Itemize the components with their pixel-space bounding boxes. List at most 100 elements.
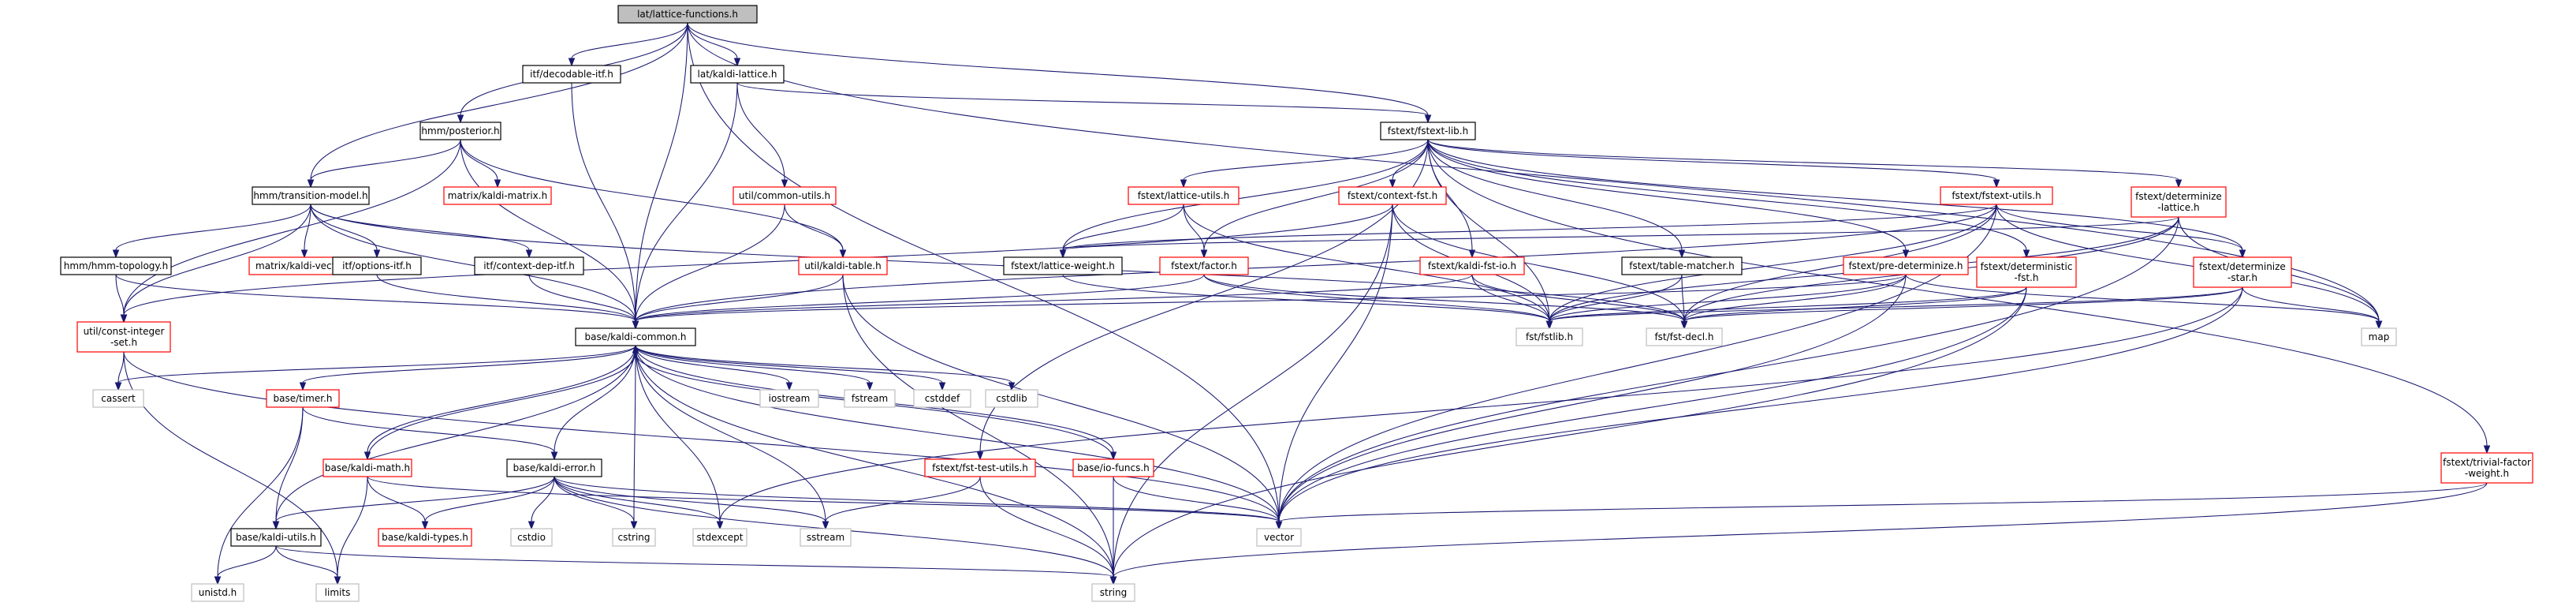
- node-box: [924, 458, 1036, 477]
- node-util-const-integer-set-h[interactable]: util/const-integer-set.h: [76, 321, 171, 353]
- node-box: [1940, 186, 2053, 205]
- edge-line: [1203, 274, 1685, 322]
- edge-base-kaldi-error-h-to-stdexcept: [554, 476, 724, 530]
- edge-line: [635, 204, 785, 322]
- edge-line: [275, 406, 304, 522]
- node-lat-kaldi-lattice-h[interactable]: lat/kaldi-lattice.h: [690, 65, 785, 84]
- edge-line: [1278, 274, 1907, 522]
- node-box: [378, 528, 472, 547]
- node-fstext-trivial-factor-weight-h[interactable]: fstext/trivial-factor-weight.h: [2440, 452, 2533, 484]
- node-base-timer-h[interactable]: base/timer.h: [266, 389, 340, 408]
- node-box: [506, 458, 602, 477]
- node-itf-context-dep-itf-h[interactable]: itf/context-dep-itf.h: [474, 256, 584, 275]
- edge-base-kaldi-common-h-to-iostream: [635, 345, 793, 391]
- edge-arrowhead: [2239, 249, 2246, 259]
- edge-line: [217, 545, 277, 578]
- node-fstext-table-matcher-h[interactable]: fstext/table-matcher.h: [1621, 256, 1743, 275]
- edge-arrowhead: [785, 382, 793, 391]
- node-hmm-hmm-topology-h[interactable]: hmm/hmm-topology.h: [60, 256, 172, 275]
- node-matrix-kaldi-vector-h[interactable]: matrix/kaldi-vector.h: [248, 256, 360, 275]
- edge-base-kaldi-common-h-to-fstream: [635, 345, 874, 391]
- edge-line: [460, 139, 844, 251]
- edge-fstext-context-fst-h-to-string: [1109, 204, 1393, 585]
- edge-line: [842, 274, 1114, 578]
- edge-base-timer-h-to-base-kaldi-error-h: [302, 406, 558, 461]
- node-base-kaldi-math-h[interactable]: base/kaldi-math.h: [322, 458, 412, 477]
- node-matrix-kaldi-matrix-h[interactable]: matrix/kaldi-matrix.h: [443, 186, 552, 205]
- node-label: base/kaldi-math.h: [325, 462, 410, 473]
- node-fstext-determinize-lattice-h[interactable]: fstext/determinize-lattice.h: [2131, 186, 2227, 218]
- node-label: cassert: [101, 393, 136, 404]
- node-base-kaldi-common-h[interactable]: base/kaldi-common.h: [575, 327, 696, 346]
- node-label: base/kaldi-types.h: [382, 532, 468, 543]
- edge-line: [571, 82, 636, 322]
- node-box: [510, 528, 553, 547]
- edge-line: [2242, 286, 2380, 322]
- node-fstext-fstext-lib-h[interactable]: fstext/fstext-lib.h: [1380, 122, 1476, 140]
- node-label: fstext/deterministic: [1981, 261, 2073, 272]
- edge-line: [1683, 274, 1907, 322]
- node-box: [1338, 186, 1447, 205]
- edge-line: [687, 22, 738, 59]
- node-fstext-kaldi-fst-io-h[interactable]: fstext/kaldi-fst-io.h: [1419, 256, 1525, 275]
- node-label: matrix/kaldi-matrix.h: [448, 190, 547, 201]
- edge-fstext-determinize-star-h-to-fst-fst-decl-h: [1680, 286, 2243, 330]
- edge-arrowhead: [630, 521, 638, 530]
- edge-base-kaldi-common-h-to-base-kaldi-error-h: [550, 345, 636, 461]
- edge-line: [1683, 286, 2243, 322]
- node-box: [191, 583, 244, 602]
- node-base-io-funcs-h[interactable]: base/io-funcs.h: [1072, 458, 1154, 477]
- node-itf-options-itf-h[interactable]: itf/options-itf.h: [332, 256, 422, 275]
- node-fstext-lattice-weight-h[interactable]: fstext/lattice-weight.h: [1003, 256, 1123, 275]
- node-fstext-deterministic-fst-h[interactable]: fstext/deterministic-fst.h: [1976, 256, 2077, 288]
- edge-fstext-fstext-lib-h-to-fstext-determinize-star-h: [1427, 139, 2246, 259]
- node-base-kaldi-utils-h[interactable]: base/kaldi-utils.h: [230, 528, 322, 547]
- edge-line: [1113, 482, 2488, 578]
- edge-line: [1062, 274, 1550, 322]
- node-cstdlib: cstdlib: [985, 389, 1038, 408]
- node-iostream: iostream: [759, 389, 819, 408]
- node-itf-decodable-itf-h[interactable]: itf/decodable-itf.h: [522, 65, 621, 84]
- node-fstext-lattice-utils-h[interactable]: fstext/lattice-utils.h: [1128, 186, 1240, 205]
- edge-line: [1183, 204, 1550, 322]
- edge-util-kaldi-table-h-to-vector: [842, 274, 1283, 530]
- node-base-kaldi-error-h[interactable]: base/kaldi-error.h: [506, 458, 602, 477]
- node-lat-lattice-functions-h[interactable]: lat/lattice-functions.h: [617, 5, 758, 24]
- edge-arrowhead: [528, 521, 535, 530]
- node-label: map: [2369, 331, 2390, 342]
- node-hmm-transition-model-h[interactable]: hmm/transition-model.h: [252, 186, 370, 205]
- node-fstext-pre-determinize-h[interactable]: fstext/pre-determinize.h: [1843, 256, 1969, 275]
- node-label: fstext/kaldi-fst-io.h: [1428, 260, 1516, 271]
- edge-hmm-transition-model-h-to-matrix-kaldi-vector-h: [300, 204, 311, 259]
- edge-line: [310, 139, 461, 181]
- node-box: [522, 65, 621, 84]
- node-box: [2193, 256, 2292, 288]
- node-fst-fst-decl-h: fst/fst-decl.h: [1646, 327, 1723, 346]
- edge-arrowhead: [114, 382, 122, 391]
- node-util-common-utils-h[interactable]: util/common-utils.h: [733, 186, 837, 205]
- edge-line: [115, 204, 311, 251]
- node-base-kaldi-types-h[interactable]: base/kaldi-types.h: [378, 528, 472, 547]
- edge-fstext-fstext-lib-h-to-fstext-pre-determinize-h: [1427, 139, 1910, 259]
- node-fstext-determinize-star-h[interactable]: fstext/determinize-star.h: [2193, 256, 2292, 288]
- edge-line: [1203, 274, 1550, 322]
- node-box: [1515, 327, 1583, 346]
- edge-arrowhead: [1424, 114, 1432, 124]
- node-box: [1159, 256, 1249, 275]
- edge-line: [217, 406, 304, 578]
- node-hmm-posterior-h[interactable]: hmm/posterior.h: [419, 122, 501, 140]
- edge-base-kaldi-common-h-to-base-kaldi-math-h: [363, 345, 636, 461]
- edge-line: [736, 82, 1429, 116]
- node-box: [1419, 256, 1525, 275]
- node-label: base/kaldi-utils.h: [236, 532, 316, 543]
- node-fstext-fstext-utils-h[interactable]: fstext/fstext-utils.h: [1940, 186, 2053, 205]
- node-fstext-factor-h[interactable]: fstext/factor.h: [1159, 256, 1249, 275]
- edge-arrowhead: [733, 58, 741, 67]
- edge-line: [635, 345, 826, 522]
- edge-line: [1996, 204, 2243, 251]
- node-util-kaldi-table-h[interactable]: util/kaldi-table.h: [798, 256, 888, 275]
- edge-arrowhead: [2022, 249, 2030, 259]
- node-fstext-context-fst-h[interactable]: fstext/context-fst.h: [1338, 186, 1447, 205]
- node-fstext-fst-test-utils-h[interactable]: fstext/fst-test-utils.h: [924, 458, 1036, 477]
